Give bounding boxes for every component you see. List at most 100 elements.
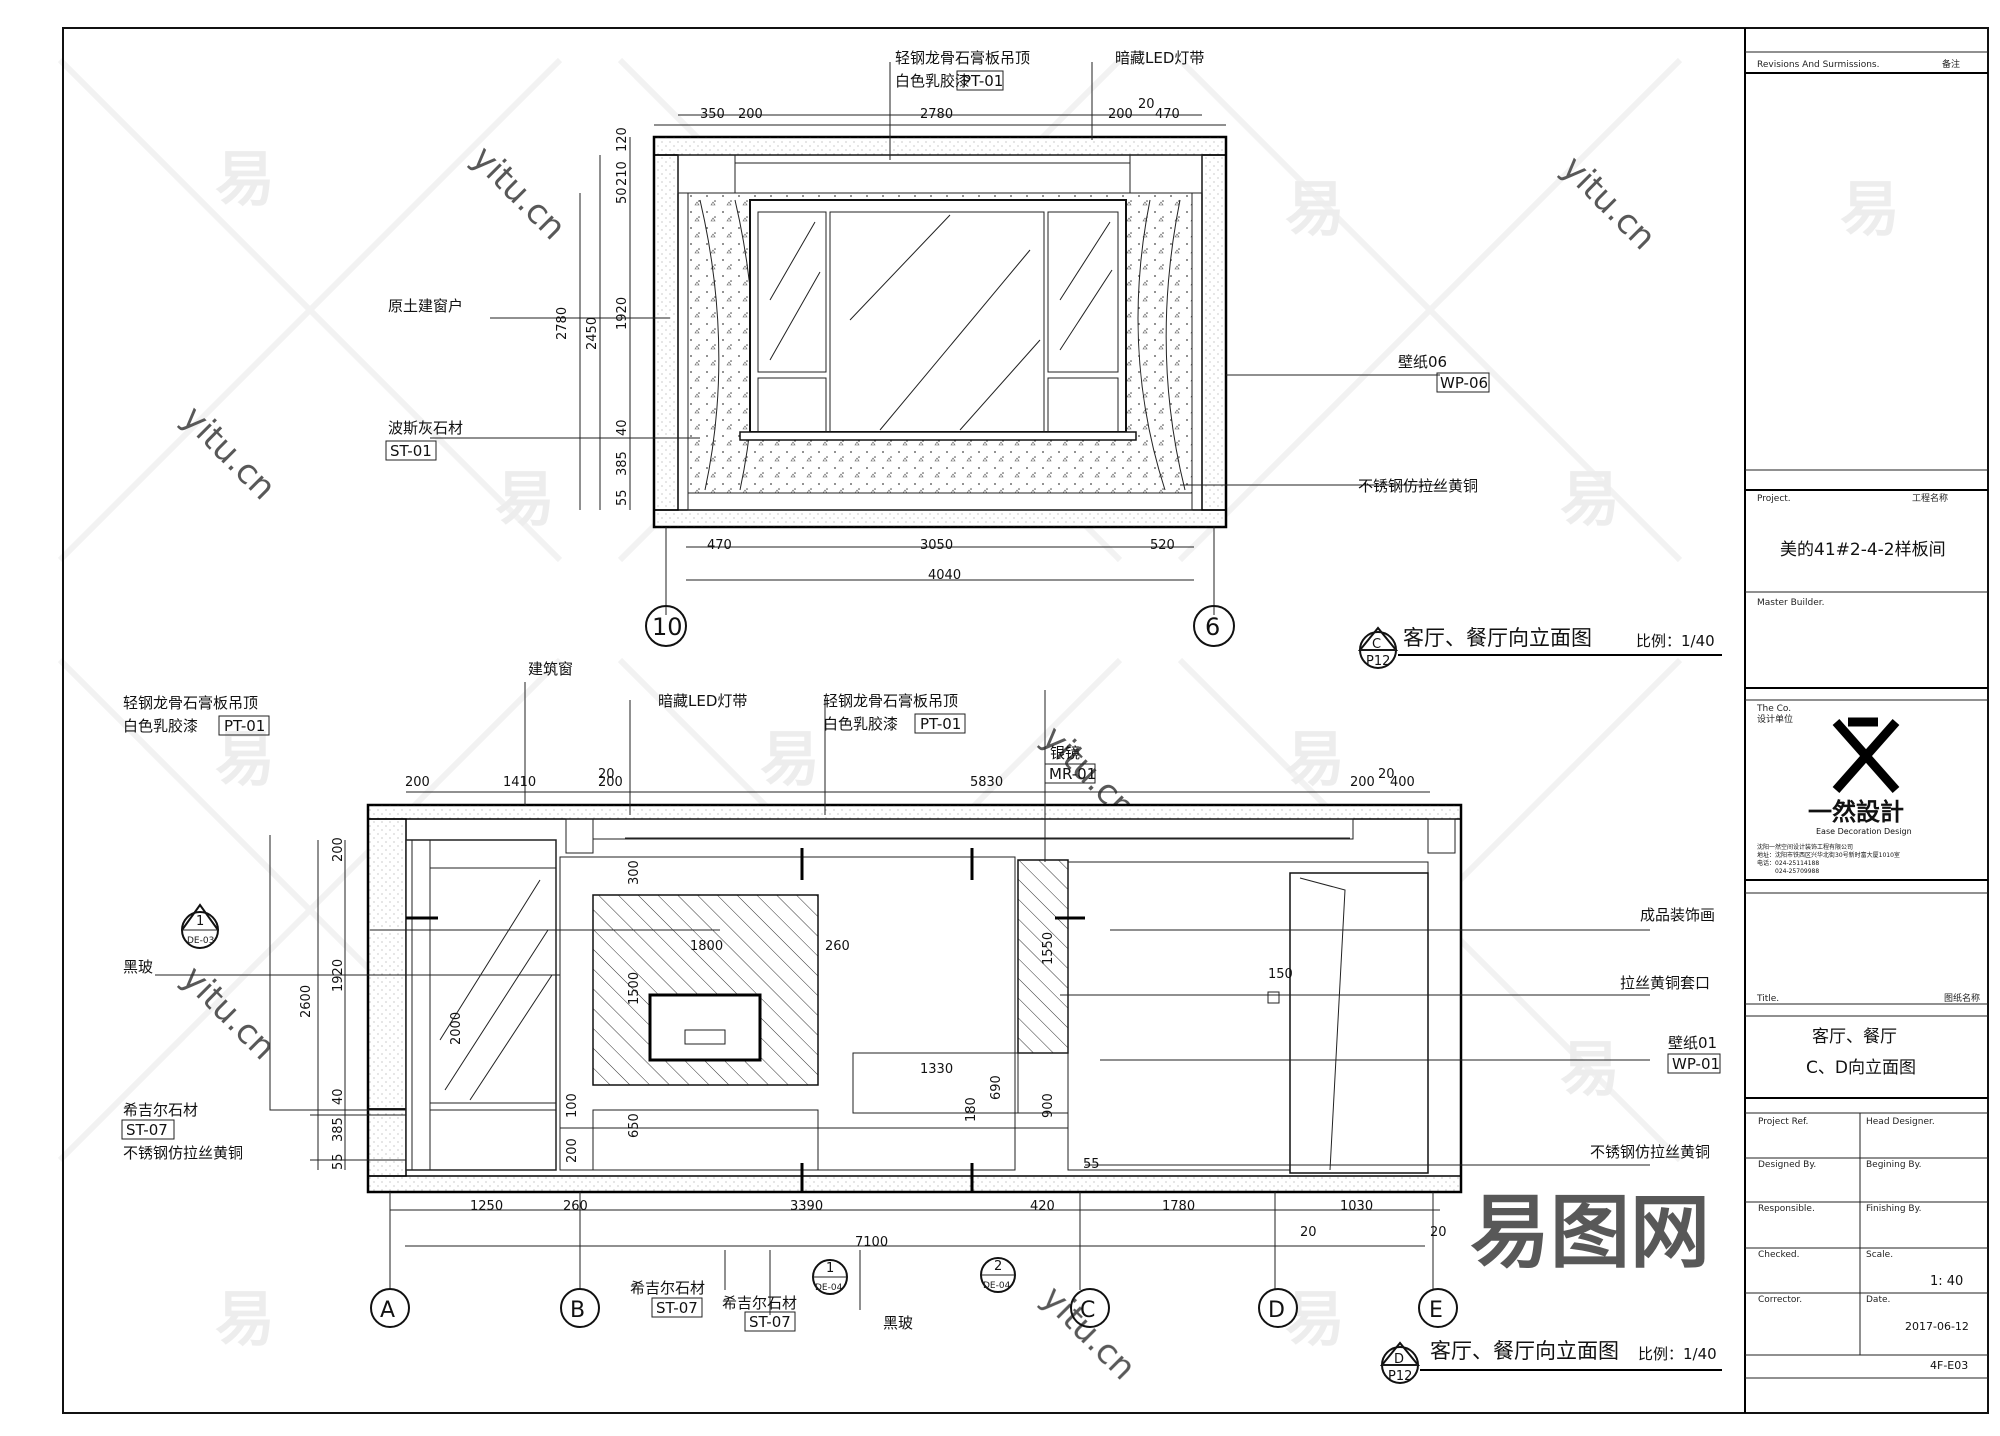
tag-box: [744, 1311, 796, 1332]
svg-text:DE-04: DE-04: [983, 1281, 1011, 1291]
tag-hijer: ST-07: [126, 1121, 168, 1139]
tag-box: [651, 1297, 703, 1318]
label-window-original: 原土建窗户: [388, 297, 463, 315]
watermark-glyph: 易: [1285, 1285, 1345, 1355]
dim-top: 200: [738, 107, 763, 122]
begining-by: Begining By.: [1866, 1160, 1922, 1170]
label-ceiling-finish: 白色乳胶漆: [123, 717, 198, 735]
label-steel-trim: 不锈钢仿拉丝黄铜: [123, 1144, 243, 1162]
dim-inner: 900: [1041, 1093, 1056, 1118]
label-brass-trim: 拉丝黄铜套口: [1620, 974, 1710, 992]
label-stone-persian: 波斯灰石材: [388, 419, 463, 437]
responsible: Responsible.: [1758, 1204, 1815, 1214]
elevation-d-slab-bottom: [367, 1175, 1462, 1193]
tag-ceiling: PT-01: [962, 72, 1003, 90]
watermark-site: yitu.cn: [464, 138, 574, 248]
watermark-site: yitu.cn: [1034, 1278, 1144, 1388]
elevation-d-wall-left: [367, 818, 407, 1110]
elevation-d-door: [1289, 872, 1429, 1174]
company-info: 沈阳一然空间设计装饰工程有限公司: [1757, 843, 1853, 851]
date-label: Date.: [1866, 1295, 1890, 1305]
dim-inner: 690: [989, 1075, 1004, 1100]
dim-left: 2780: [555, 307, 570, 340]
tag-hijer-b1: ST-07: [656, 1299, 698, 1317]
dim-inner: 650: [627, 1113, 642, 1138]
scale-label: Scale.: [1866, 1250, 1893, 1260]
label-led-strip: 暗藏LED灯带: [658, 692, 747, 710]
label-hijer-stone: 希吉尔石材: [123, 1101, 198, 1119]
grid-label: 6: [1205, 613, 1220, 641]
dim-inner: 180: [964, 1097, 979, 1122]
elevation-d-slab-top: [367, 804, 1462, 820]
watermark-glyph: 易: [215, 1285, 275, 1355]
dim-top: 200: [1350, 775, 1375, 790]
dim-inner: 1550: [1041, 932, 1056, 965]
dim-left: 385: [331, 1117, 346, 1142]
watermark-glyph: 易: [1285, 175, 1345, 245]
company-info: 地址：沈阳市铁西区兴华北街30号新时富大厦1010室: [1757, 851, 1900, 859]
dim-inner: 1500: [627, 972, 642, 1005]
dim-inner: 1330: [920, 1062, 953, 1077]
dim-bottom: 520: [1150, 538, 1175, 553]
company-label: The Co.: [1756, 704, 1791, 714]
label-ceiling-material: 轻钢龙骨石膏板吊顶: [895, 49, 1030, 67]
watermark-glyph: 易: [760, 725, 820, 795]
grid-label: D: [1268, 1298, 1285, 1323]
svg-text:D: D: [1394, 1352, 1404, 1367]
label-black-glass: 黑玻: [123, 958, 153, 976]
label-led-strip: 暗藏LED灯带: [1115, 49, 1204, 67]
project-cn: 工程名称: [1912, 492, 1948, 504]
watermark-glyph: 易: [215, 725, 275, 795]
project-label: Project.: [1757, 494, 1791, 504]
svg-text:P12: P12: [1366, 654, 1390, 669]
tag-ceiling: PT-01: [224, 717, 265, 735]
dim-left: 1920: [331, 959, 346, 992]
grid-label: C: [1080, 1298, 1095, 1323]
grid-label: E: [1429, 1298, 1443, 1323]
title-cn: 图纸名称: [1944, 992, 1980, 1004]
label-black-glass-bottom: 黑玻: [883, 1314, 913, 1332]
svg-text:P12: P12: [1388, 1369, 1412, 1384]
elevation-c-wall-right: [1201, 154, 1227, 511]
elevation-c-slab-bottom: [653, 509, 1227, 528]
elevation-c-wall-left: [653, 154, 679, 511]
designed-by: Designed By.: [1758, 1160, 1816, 1170]
tag-box: [914, 713, 966, 734]
svg-text:2: 2: [994, 1259, 1002, 1274]
tag-box: [385, 440, 437, 461]
dim-left: 2450: [585, 317, 600, 350]
scale-value: 1: 40: [1930, 1274, 1963, 1289]
svg-text:1: 1: [826, 1261, 834, 1276]
dim-inner: 55: [1083, 1157, 1100, 1172]
dim-left: 55: [615, 489, 630, 506]
tag-hijer-b2: ST-07: [749, 1313, 791, 1331]
revisions-label: Revisions And Surmissions.: [1757, 60, 1879, 70]
sheet-border: [62, 27, 1989, 1414]
caption-title: 客厅、餐厅向立面图: [1430, 1339, 1619, 1363]
caption-scale: 比例：1/40: [1638, 1345, 1717, 1363]
company-info: 024-25709988: [1775, 868, 1819, 875]
section-symbol: 1 DE-04: [812, 1259, 848, 1295]
project-name: 美的41#2-4-2样板间: [1780, 540, 1946, 560]
tag-mirror: MR-01: [1049, 765, 1096, 783]
dim-bottom: 1780: [1162, 1199, 1195, 1214]
watermark-glyph: 易: [1840, 175, 1900, 245]
dim-top: 200: [1108, 107, 1133, 122]
dim-left: 210: [615, 161, 630, 186]
dim-inner: 150: [1268, 967, 1293, 982]
dim-bottom: 3050: [920, 538, 953, 553]
dim-inner: 2000: [449, 1012, 464, 1045]
dim-top: 1410: [503, 775, 536, 790]
dim-top: 20: [1378, 767, 1395, 782]
dim-left: 120: [615, 127, 630, 152]
elevation-c-window: [749, 199, 1127, 433]
label-wallpaper: 壁纸01: [1668, 1034, 1717, 1052]
dim-inner: 100: [565, 1093, 580, 1118]
grid-label: B: [570, 1298, 585, 1323]
elevation-d-caption: D P12 客厅、餐厅向立面图 比例：1/40: [1379, 1339, 1722, 1384]
dim-top: 200: [405, 775, 430, 790]
watermark-site: yitu.cn: [174, 398, 284, 508]
dim-top: 5830: [970, 775, 1003, 790]
tag-box: [1044, 763, 1096, 784]
